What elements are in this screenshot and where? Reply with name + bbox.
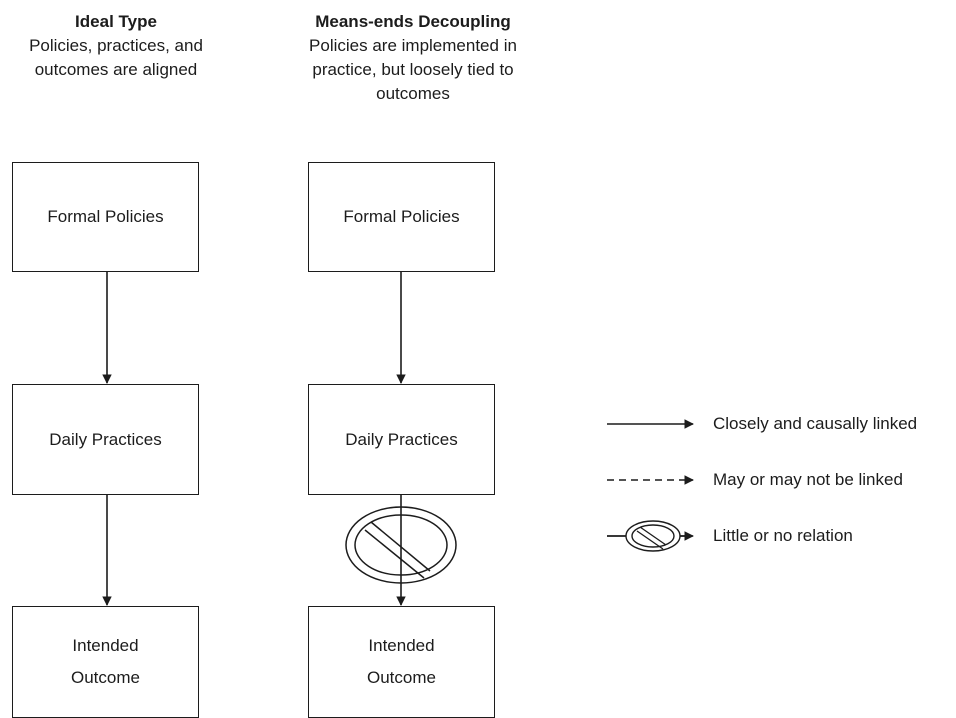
ideal-type-subtitle: Policies, practices, and outcomes are al…: [29, 36, 203, 79]
decoupling-subtitle: Policies are implemented in practice, bu…: [309, 36, 517, 103]
ideal-type-heading: Ideal Type Policies, practices, and outc…: [4, 10, 228, 82]
ideal-formal-policies-box: Formal Policies: [12, 162, 199, 272]
decoupling-title: Means-ends Decoupling: [315, 12, 511, 31]
legend-label-may-be-linked: May or may not be linked: [713, 470, 903, 489]
ideal-daily-practices-box: Daily Practices: [12, 384, 199, 495]
ideal-intended-outcome-box: Intended Outcome: [12, 606, 199, 718]
ideal-type-title: Ideal Type: [75, 12, 157, 31]
decoupling-heading: Means-ends Decoupling Policies are imple…: [270, 10, 556, 106]
decoupling-intended-outcome-box: Intended Outcome: [308, 606, 495, 718]
decoupling-daily-practices-box: Daily Practices: [308, 384, 495, 495]
legend-label-closely-linked: Closely and causally linked: [713, 414, 918, 433]
decoupling-formal-policies-box: Formal Policies: [308, 162, 495, 272]
no-relation-icon: [345, 506, 457, 584]
legend-label-no-relation: Little or no relation: [713, 526, 853, 545]
no-symbol-arrow-icon: [607, 520, 694, 552]
